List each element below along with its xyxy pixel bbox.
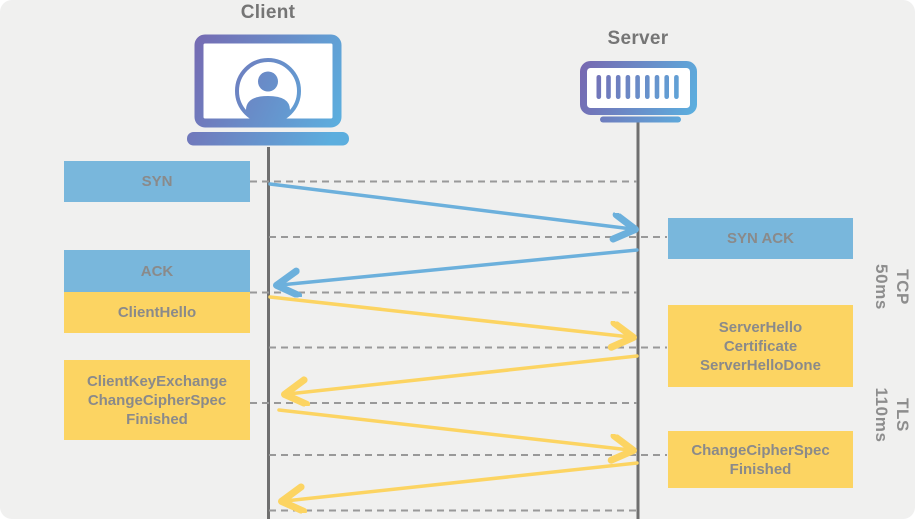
message-box-changecipherspec: ChangeCipherSpec Finished [668, 431, 853, 488]
phase-label-tcp: TCP 50ms [869, 247, 913, 327]
message-label: ACK [140, 262, 174, 280]
message-label: Finished [729, 460, 792, 478]
message-label: ClientKeyExchange [86, 372, 228, 390]
message-box-syn-ack: SYN ACK [668, 218, 853, 259]
phase-duration: 50ms [872, 264, 891, 310]
message-label: ChangeCipherSpec [87, 391, 227, 409]
message-label: Certificate [723, 337, 798, 355]
message-box-clienthello: ClientHello [64, 292, 250, 333]
phase-protocol: TLS [893, 398, 912, 432]
message-box-syn: SYN [64, 161, 250, 202]
message-label: Finished [126, 410, 188, 428]
message-box-serverhello: ServerHello Certificate ServerHelloDone [668, 305, 853, 387]
message-label: ChangeCipherSpec [691, 441, 830, 459]
changecipherspec-arrow [285, 461, 639, 501]
clienthello-arrow [268, 295, 630, 337]
message-label: SYN [141, 173, 173, 190]
client-laptop-icon [187, 34, 349, 146]
message-label: ServerHelloDone [700, 356, 821, 374]
server-icon [580, 61, 697, 123]
message-box-ack: ACK [64, 250, 250, 292]
message-label: ClientHello [117, 304, 197, 321]
message-box-clientkeyexchange: ClientKeyExchange ChangeCipherSpec Finis… [64, 360, 250, 440]
message-label: ServerHello [718, 318, 803, 336]
phase-protocol: TCP [893, 269, 912, 305]
syn-ack-arrow [280, 248, 639, 285]
client-actor-label: Client [240, 2, 296, 23]
serverhello-arrow [288, 354, 639, 394]
server-actor-label: Server [607, 28, 669, 49]
message-label: SYN ACK [727, 230, 794, 247]
server-slots [596, 75, 679, 99]
syn-arrow [268, 182, 632, 229]
phase-label-tls: TLS 110ms [869, 375, 913, 455]
phase-duration: 110ms [872, 387, 891, 443]
clientkeyexchange-arrow [277, 408, 630, 450]
